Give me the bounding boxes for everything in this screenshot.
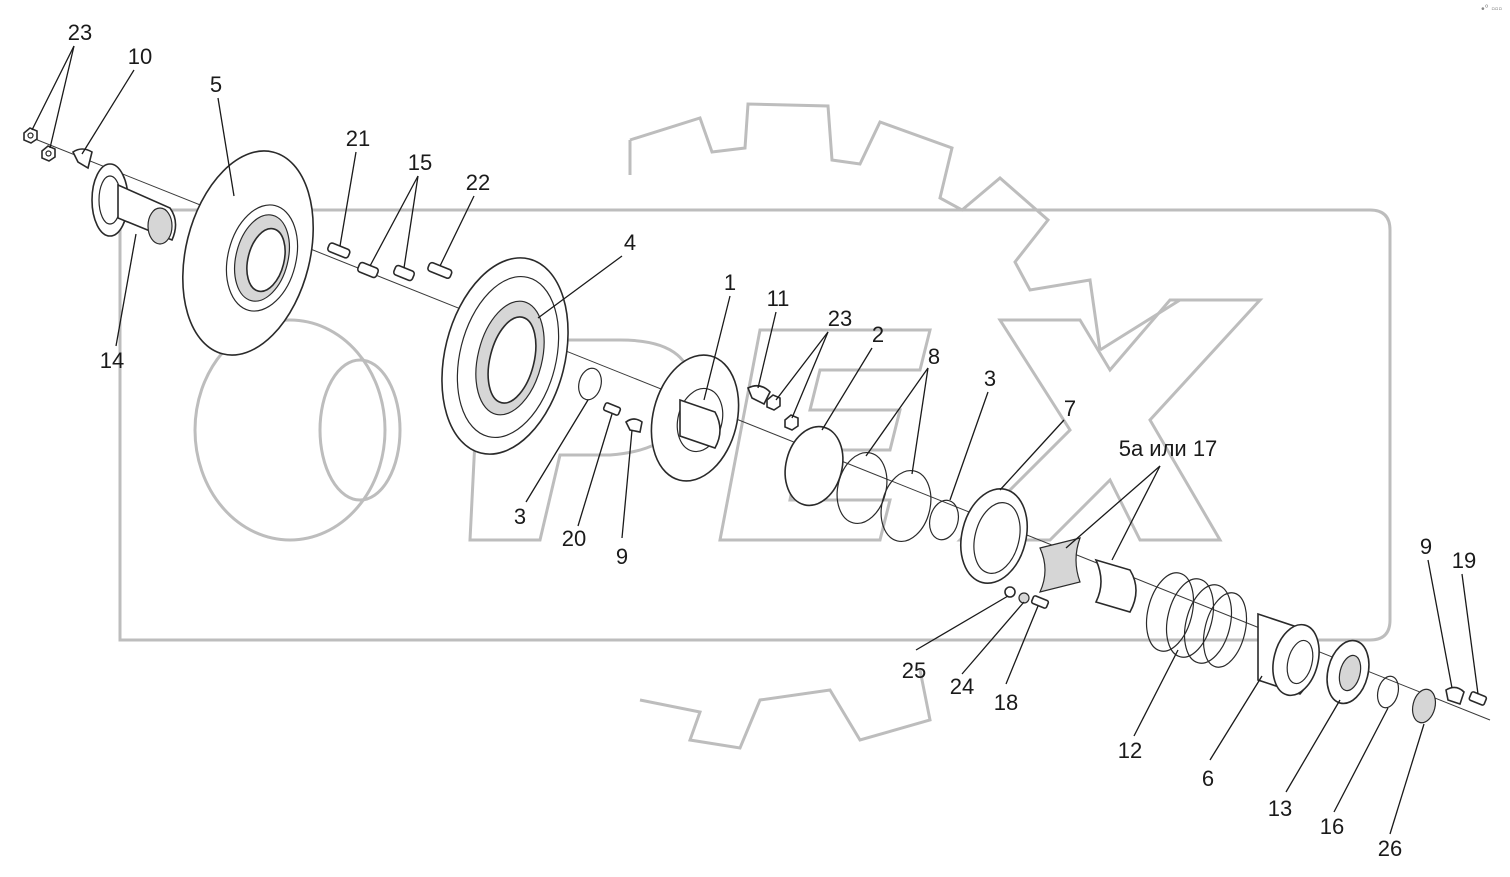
callout-14: 14 <box>100 348 124 373</box>
bolt-19 <box>1468 691 1488 706</box>
lock-washer-9-left <box>624 418 643 433</box>
callout-6: 6 <box>1202 766 1214 791</box>
ring-2 <box>784 425 844 507</box>
callout-5: 5 <box>210 72 222 97</box>
washer-25 <box>1004 586 1016 598</box>
cover-7 <box>960 487 1028 585</box>
callout-23: 23 <box>68 20 92 45</box>
lock-plate-11 <box>746 384 771 406</box>
callout-23-middle: 23 <box>828 306 852 331</box>
spring-12 <box>1145 572 1248 668</box>
callout-22: 22 <box>466 170 490 195</box>
bolt-22 <box>427 261 453 280</box>
callout-7: 7 <box>1064 396 1076 421</box>
ring-16 <box>1376 675 1400 709</box>
hub-1 <box>650 354 740 482</box>
disc-4 <box>441 257 569 455</box>
disc-5 <box>181 150 315 356</box>
bolts-15 <box>356 261 416 282</box>
callout-8: 8 <box>928 344 940 369</box>
nut-23-left <box>23 127 56 162</box>
lock-washer-9-right <box>1445 686 1465 706</box>
cone-segments-5a-17 <box>1038 537 1137 613</box>
callout-18: 18 <box>994 690 1018 715</box>
corner-mark: •° ▫▫▫ <box>1481 4 1502 15</box>
callout-5a-17: 5а или 17 <box>1119 436 1218 461</box>
bolt-20 <box>602 402 622 416</box>
callout-26: 26 <box>1378 836 1402 861</box>
callout-labels: 23 10 5 21 15 22 14 4 1 11 23 2 8 3 7 5а… <box>68 20 1476 861</box>
rings-8 <box>836 451 932 543</box>
nut-23-middle-2 <box>784 414 799 431</box>
callout-2: 2 <box>872 322 884 347</box>
callout-20: 20 <box>562 526 586 551</box>
bolt-21 <box>327 242 351 259</box>
callout-3-right: 3 <box>984 366 996 391</box>
callout-9-left: 9 <box>616 544 628 569</box>
callout-4: 4 <box>624 230 636 255</box>
callout-12: 12 <box>1118 738 1142 763</box>
callout-21: 21 <box>346 126 370 151</box>
callout-10: 10 <box>128 44 152 69</box>
callout-3-left: 3 <box>514 504 526 529</box>
sleeve-6 <box>1257 612 1320 697</box>
seal-26 <box>1411 688 1437 724</box>
callout-11: 11 <box>767 286 790 311</box>
callout-25: 25 <box>902 658 926 683</box>
callout-13: 13 <box>1268 796 1292 821</box>
lock-plate-10 <box>71 148 93 170</box>
callout-15: 15 <box>408 150 432 175</box>
callout-16: 16 <box>1320 814 1344 839</box>
watermark-gear <box>629 102 1102 750</box>
shaft-14 <box>91 163 177 245</box>
bolt-18 <box>1030 595 1050 609</box>
circlip-3-left <box>578 367 602 401</box>
washer-24 <box>1018 592 1030 604</box>
circlip-3-right <box>928 499 960 541</box>
leader-lines <box>31 45 1479 835</box>
callout-9-right: 9 <box>1420 534 1432 559</box>
callout-1: 1 <box>724 270 736 295</box>
flange-13 <box>1326 639 1370 705</box>
callout-24: 24 <box>950 674 974 699</box>
callout-19: 19 <box>1452 548 1476 573</box>
